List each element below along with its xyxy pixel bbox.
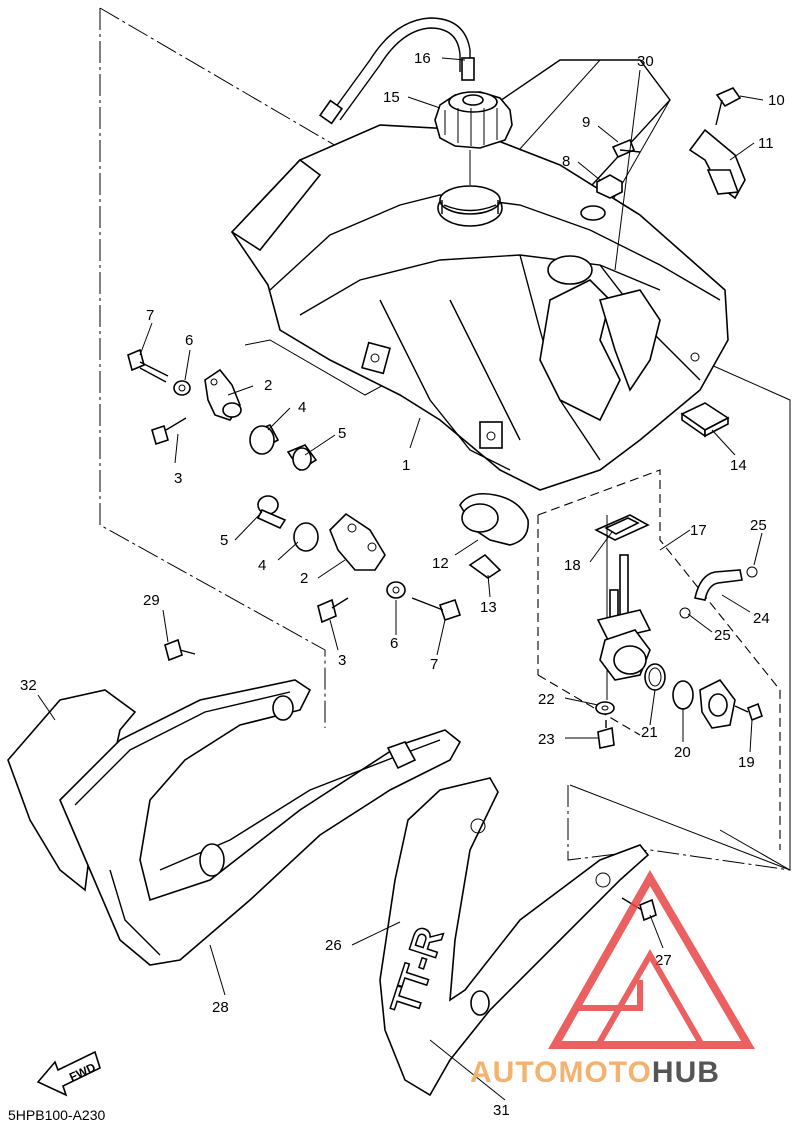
callout-2-lower: 2 [300,570,308,587]
bolt-29 [164,638,196,662]
diagram-code: 5HPB100-A230 [8,1107,106,1123]
callout-4-lower: 4 [258,557,266,574]
callout-1: 1 [402,457,410,474]
callout-16: 16 [414,50,431,67]
lower-mount-hardware [256,495,462,624]
fuel-cock-assembly [537,469,781,850]
callout-23: 23 [538,731,555,748]
callout-7: 7 [146,307,154,324]
callout-6: 6 [185,332,193,349]
callout-12: 12 [432,555,449,572]
callout-28: 28 [212,999,229,1016]
callout-25-upper: 25 [750,517,767,534]
callout-7-lower: 7 [430,656,438,673]
callout-4: 4 [298,399,306,416]
fuel-hose [679,566,758,619]
leader-lines [37,57,764,1101]
callout-3-lower: 3 [338,652,346,669]
fuel-cap [434,91,513,149]
callout-8: 8 [562,153,570,170]
callout-numbers: 1 2 3 4 5 6 7 8 9 10 11 12 13 14 15 16 1… [20,50,785,1119]
callout-32: 32 [20,677,37,694]
callout-9: 9 [582,114,590,131]
callout-30: 30 [637,53,654,70]
callout-27: 27 [655,952,672,969]
top-fittings [596,87,746,200]
callout-10: 10 [768,92,785,109]
callout-18: 18 [564,557,581,574]
fwd-arrow: FWD [36,1050,101,1097]
callout-20: 20 [674,744,691,761]
callout-25-lower: 25 [714,627,731,644]
cushion [680,402,730,438]
callout-15: 15 [383,89,400,106]
callout-5: 5 [338,425,346,442]
breather-hose [318,17,475,125]
shroud-26: TT-R [379,777,650,1097]
watermark-hub: HUB [652,1056,720,1089]
watermark-logo [548,870,755,1049]
callout-26: 26 [325,937,342,954]
hose-guide [459,492,529,579]
upper-mount-hardware [127,348,318,472]
shroud-frame-28 [59,679,462,966]
callout-11: 11 [758,135,774,152]
callout-17: 17 [690,522,707,539]
fuel-tank [230,124,729,491]
callout-21: 21 [641,724,658,741]
callout-24: 24 [753,610,770,627]
callout-29: 29 [143,592,160,609]
callout-3: 3 [174,470,182,487]
callout-13: 13 [480,599,497,616]
callout-14: 14 [730,457,747,474]
watermark-text: AUTOMOTOHUB [470,1056,720,1089]
callout-31: 31 [493,1102,510,1119]
callout-19: 19 [738,754,755,771]
callout-5-lower: 5 [220,532,228,549]
callout-22: 22 [538,691,555,708]
callout-2: 2 [264,377,272,394]
watermark-auto: AUTOMOTO [470,1056,652,1089]
callout-6-lower: 6 [390,635,398,652]
